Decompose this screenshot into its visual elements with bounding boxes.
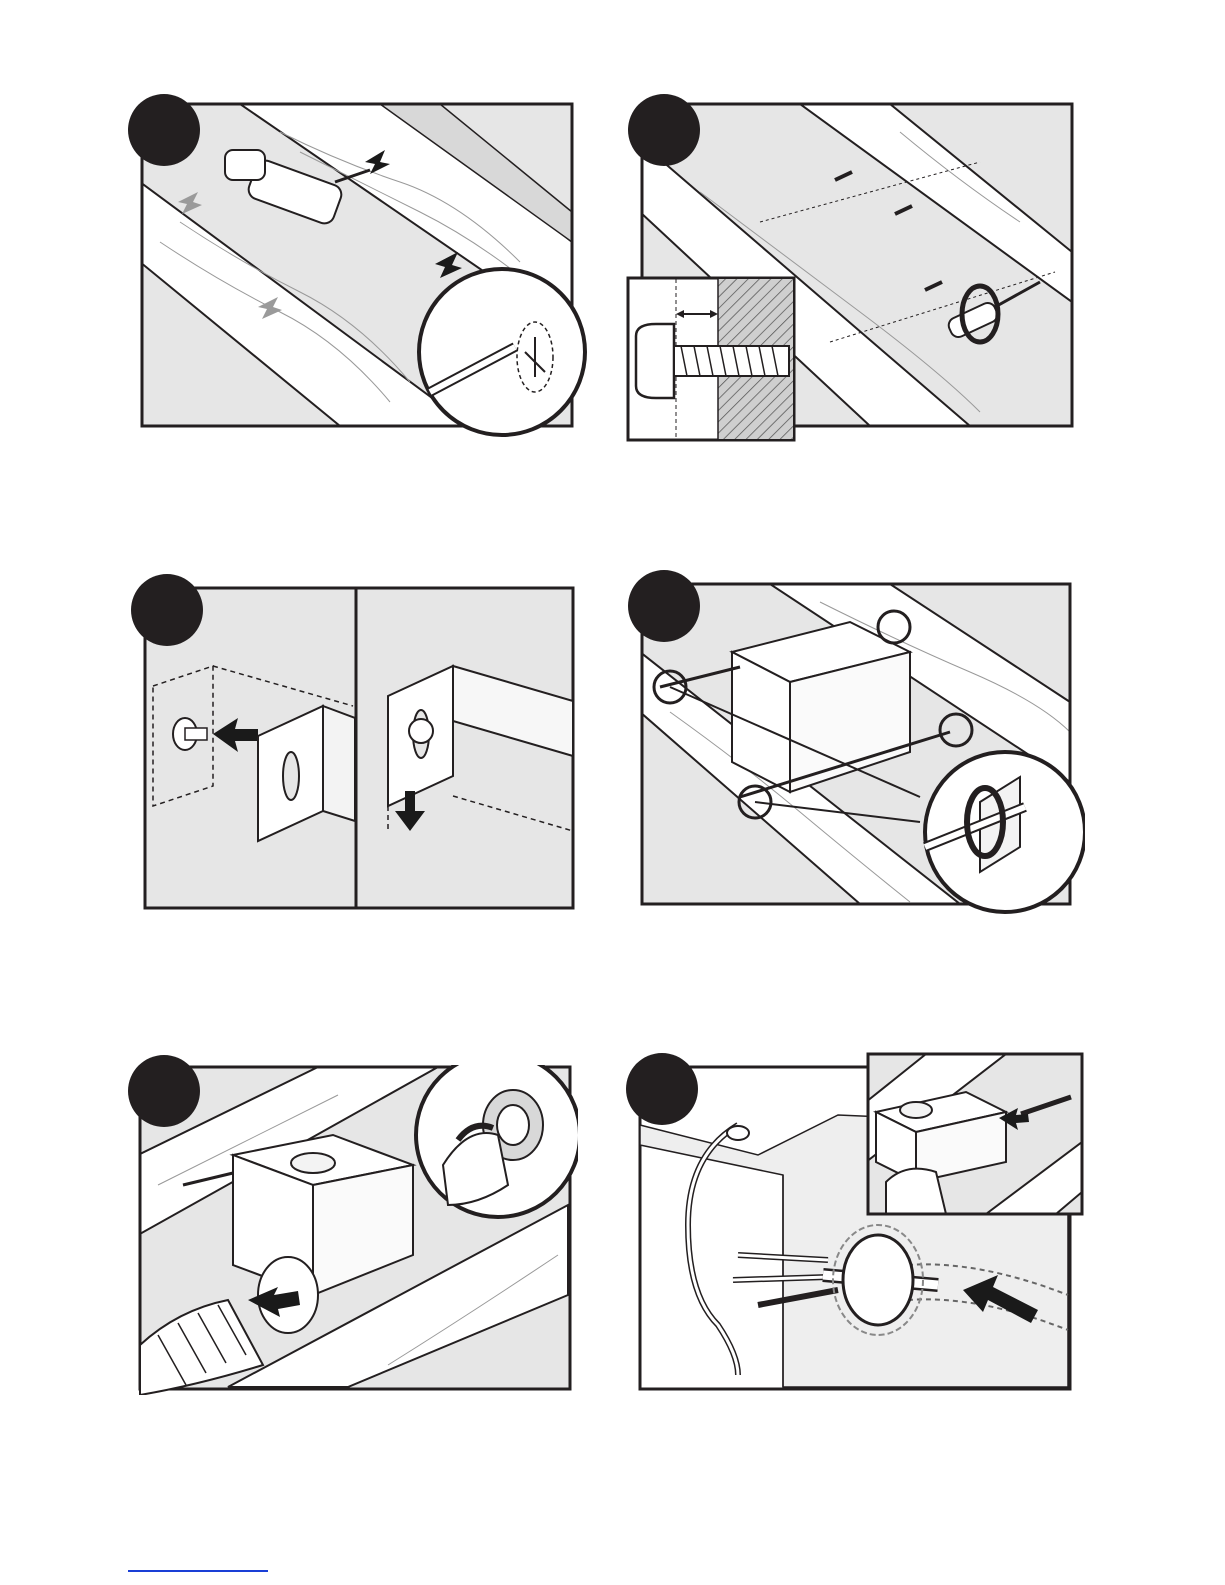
step-badge bbox=[128, 1055, 200, 1127]
step-1-panel bbox=[140, 102, 590, 442]
step-badge bbox=[128, 94, 200, 166]
magnifier-circle bbox=[416, 1065, 578, 1217]
screw-depth-inset bbox=[626, 276, 798, 444]
step-badge bbox=[628, 94, 700, 166]
step-badge bbox=[628, 570, 700, 642]
magnifier-circle bbox=[419, 269, 585, 435]
magnifier-circle bbox=[925, 752, 1085, 912]
step-3-panel bbox=[143, 586, 583, 916]
step-badge bbox=[626, 1053, 698, 1125]
footer-link-underline[interactable] bbox=[128, 1570, 268, 1572]
step-badge bbox=[131, 574, 203, 646]
cable-entry-inset bbox=[866, 1052, 1086, 1218]
cable-clamp-icon bbox=[727, 1126, 749, 1140]
step-5-panel bbox=[138, 1065, 578, 1395]
step-4-panel bbox=[640, 582, 1085, 922]
screw-head-icon bbox=[636, 324, 674, 398]
